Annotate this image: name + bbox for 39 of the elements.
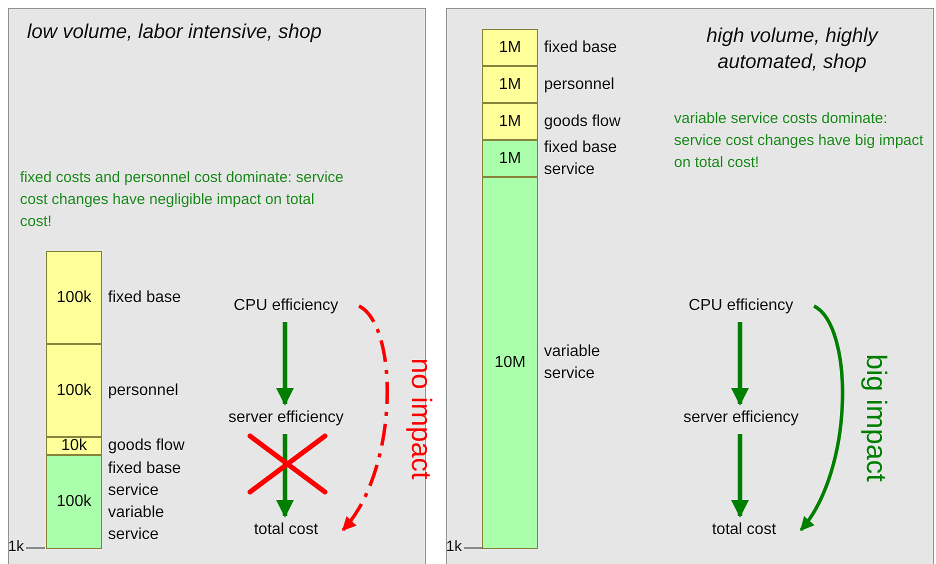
flow-text: CPU efficiency: [216, 295, 356, 319]
flow-text: CPU efficiency: [671, 295, 811, 319]
bar-segment: 1M: [482, 66, 538, 103]
bar-segment: 1M: [482, 29, 538, 66]
note-text: variable service costs dominate: service cost changes have big impact on total cost!: [674, 109, 924, 173]
segment-label: personnel: [108, 380, 180, 400]
flow-text: total cost: [694, 519, 794, 543]
bar-segment: 10k: [46, 437, 102, 455]
bar-segment: 1M: [482, 103, 538, 140]
flow-text: server efficiency: [666, 407, 816, 431]
segment-label: fixed base: [108, 288, 182, 308]
panel-title: high volume, highly automated, shop: [705, 24, 880, 75]
arrow: [276, 322, 294, 406]
flow-text: total cost: [236, 519, 336, 543]
bar-segment: 100k: [46, 455, 102, 549]
bar-segment: 1M: [482, 140, 538, 177]
panel-background: [446, 8, 934, 564]
note-text: fixed costs and personnel cost dominate: service cost changes have negligible impact on total cost!: [20, 168, 345, 232]
segment-label: variable service: [544, 342, 602, 384]
segment-label: goods flow: [544, 112, 622, 132]
arrow: [276, 434, 294, 518]
bar-segment: 10M: [482, 177, 538, 549]
panel-title: low volume, labor intensive, shop: [27, 20, 323, 45]
axis-tick-label: 1k: [446, 538, 462, 555]
arrow: [731, 322, 749, 406]
segment-label: variable service: [108, 503, 166, 545]
flow-text: server efficiency: [211, 407, 361, 431]
segment-label: goods flow: [108, 436, 186, 456]
arrow: [342, 304, 389, 532]
bar-segment: 100k: [46, 344, 102, 437]
arrow: [731, 434, 749, 518]
segment-label: fixed base service: [544, 138, 618, 180]
segment-label: fixed base: [544, 38, 618, 58]
edge-label: big impact: [860, 354, 892, 482]
segment-label: personnel: [544, 74, 616, 94]
arrow: [800, 304, 844, 532]
edge-label: no impact: [405, 358, 437, 479]
bar-segment: 100k: [46, 251, 102, 344]
axis-tick-label: 1k: [8, 538, 24, 555]
